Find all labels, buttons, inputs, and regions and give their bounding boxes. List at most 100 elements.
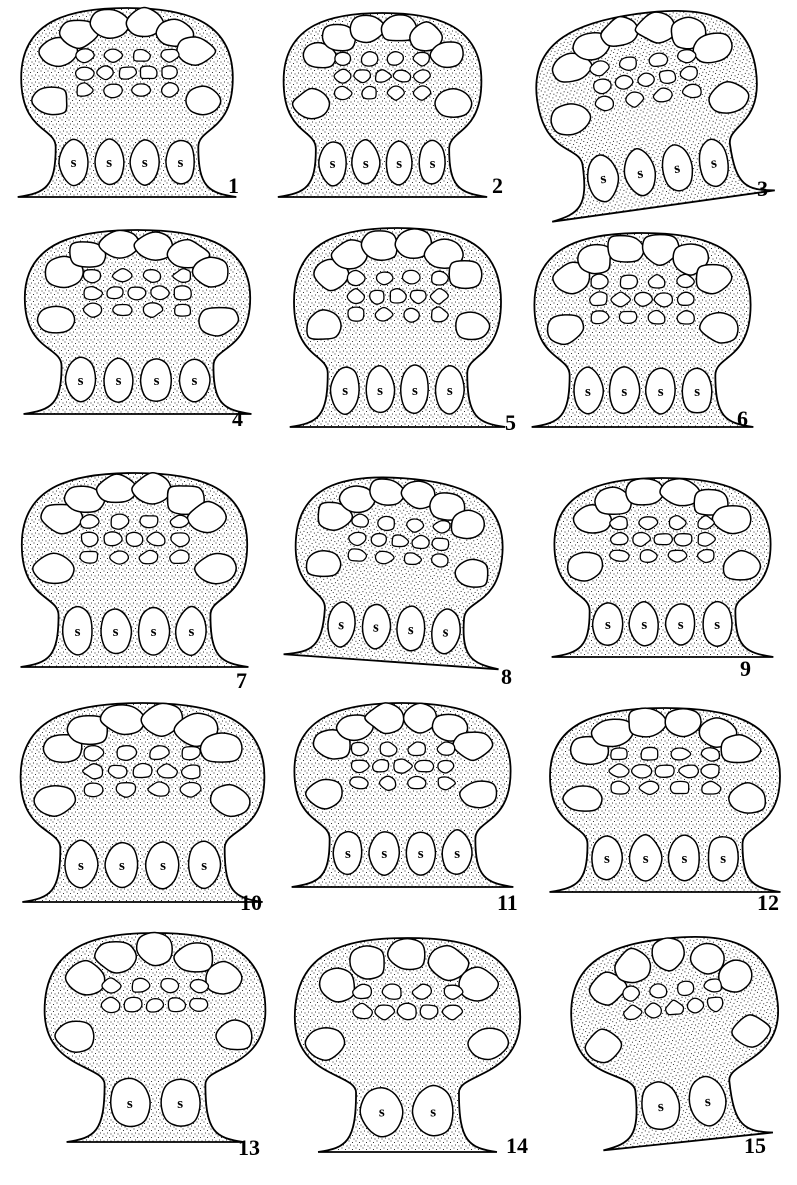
stalk-cell-label: s [363,156,369,172]
inner-cell [670,781,688,793]
inner-cell [190,998,208,1011]
cell-section-drawing: ssss [540,700,790,900]
stalk-cell-label: s [681,851,687,867]
inner-cell [81,532,98,547]
inner-cell [128,287,146,300]
stalk-cell-label: s [604,851,610,867]
peripheral-cell [449,261,482,289]
stalk-cell-label: s [113,624,119,640]
figure-number: 11 [497,890,518,916]
figure-number: 6 [737,406,748,432]
stalk-cell-label: s [643,851,649,867]
inner-cell [619,311,636,323]
figure-number: 8 [501,664,512,690]
peripheral-cell [665,709,701,737]
stalk-cell-label: s [379,1105,385,1121]
stalk-cell-label: s [142,155,148,171]
peripheral-cell [626,479,664,505]
stalk-cell-label: s [605,617,611,633]
inner-cell [620,275,637,289]
stalk-cell-label: s [127,1096,133,1112]
inner-cell [182,747,200,760]
inner-cell [350,777,368,789]
inner-cell [132,978,150,992]
figure-2: ssss [275,5,490,205]
figure-number: 12 [757,890,779,916]
peripheral-cell [591,719,633,746]
stalk-cell-label: s [330,156,336,172]
stalk-cell-label: s [694,384,700,400]
inner-cell [382,984,401,999]
inner-cell [76,67,95,80]
stalk-cell-label: s [178,155,184,171]
inner-cell [402,270,420,284]
peripheral-cell [608,236,644,262]
stalk-cell-label: s [119,858,125,874]
stalk-cell-label: s [454,846,460,862]
stalk-cell-label: s [430,156,436,172]
peripheral-cell [361,231,397,260]
cell-section-drawing: ssss [285,470,510,670]
stalk-cell-label: s [418,846,424,862]
stalk-cell-label: s [714,617,720,633]
peripheral-cell [200,733,242,762]
inner-cell [373,760,389,772]
cell-section-drawing: ssss [285,695,520,895]
figure-10: ssss [10,695,275,910]
inner-cell [140,66,157,78]
figure-number: 4 [232,406,243,432]
peripheral-cell [37,306,74,333]
inner-cell [162,66,177,79]
figure-number: 7 [236,668,247,694]
inner-cell [83,270,100,283]
inner-cell [132,84,151,96]
inner-cell [362,86,376,99]
figure-6: ssss [525,225,760,435]
peripheral-cell [563,786,602,811]
cell-section-drawing: ss [285,930,530,1160]
inner-cell [348,307,364,321]
inner-cell [80,551,98,563]
peripheral-cell [435,89,472,117]
inner-cell [361,52,377,66]
figure-3: ssss [530,5,770,215]
inner-cell [408,776,426,788]
stalk-cell-label: s [177,1096,183,1112]
figure-number: 9 [740,656,751,682]
inner-cell [107,287,123,299]
stalk-cell-label: s [396,156,402,172]
stalk-cell-label: s [151,624,157,640]
inner-cell [161,979,179,993]
inner-cell [377,516,394,531]
inner-cell [632,765,652,778]
figure-number: 15 [744,1133,766,1159]
cell-section-drawing: ssss [12,465,257,675]
figure-number: 2 [492,173,503,199]
inner-cell [420,1005,438,1019]
stalk-cell-label: s [342,383,348,399]
stalk-cell-label: s [412,383,418,399]
inner-cell [104,84,123,98]
inner-cell [124,997,142,1011]
inner-cell [387,52,403,65]
inner-cell [674,534,692,546]
figure-14: ss [285,930,530,1160]
inner-cell [174,286,191,300]
cell-section-drawing: ssss [15,222,260,422]
stalk-cell-label: s [641,617,647,633]
inner-cell [182,765,200,779]
stalk-cell-label: s [192,373,198,389]
stalk-cell-label: s [720,851,726,867]
figure-number: 13 [238,1135,260,1161]
stalk-cell-label: s [381,846,387,862]
figure-number: 14 [506,1133,528,1159]
stalk-cell-label: s [377,383,383,399]
stalk-cell-label: s [585,384,591,400]
